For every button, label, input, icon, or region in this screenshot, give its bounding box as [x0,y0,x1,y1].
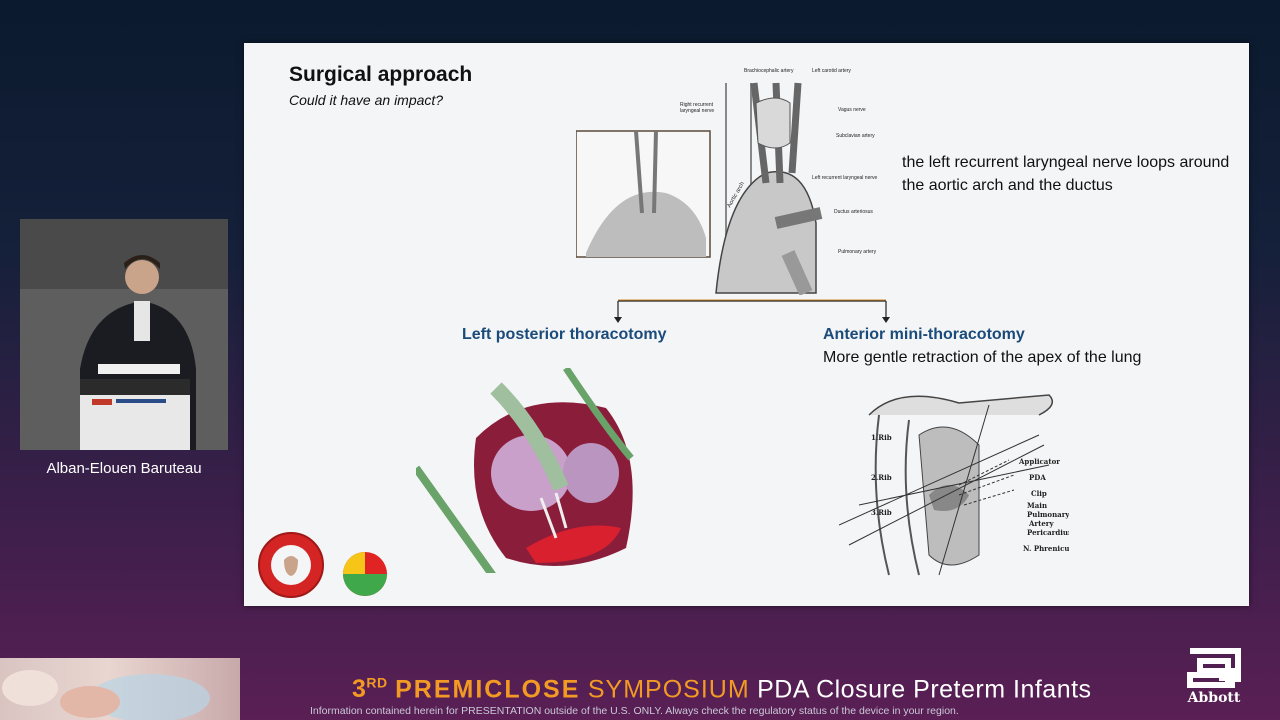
label-right-recurrent: Right recurrent [680,102,714,108]
preci-care-logo [343,552,387,596]
label-pulmonary: Pulmonary artery [838,249,877,255]
svg-text:2.Rib: 2.Rib [871,473,892,482]
svg-text:Clip: Clip [1031,489,1047,498]
aortic-arch-illustration: Brachiocephalic artery Left carotid arte… [576,68,878,295]
posterior-thoracotomy-illustration [416,368,634,573]
svg-text:Applicator: Applicator [1018,457,1060,466]
symposium-number: 3RD [352,675,388,704]
slide-subtitle: Could it have an impact? [289,92,444,108]
label-left-carotid: Left carotid artery [812,68,851,74]
abbott-brand-label: Abbott [1187,690,1241,706]
speaker-video [20,219,228,450]
svg-text:Main: Main [1027,501,1047,510]
abbott-logo-icon [1187,648,1241,688]
svg-text:N. Phrenicus: N. Phrenicus [1023,544,1069,553]
label-ductus: Ductus arteriosus [834,209,873,215]
svg-text:laryngeal nerve: laryngeal nerve [680,108,714,114]
speaker-name: Alban-Elouen Baruteau [46,460,202,477]
anterior-mini-thoracotomy-description: More gentle retraction of the apex of th… [823,349,1142,366]
label-vagus: Vagus nerve [838,107,866,113]
presentation-slide: Surgical approach Could it have an impac… [244,43,1249,606]
svg-text:Pericardium: Pericardium [1027,528,1069,537]
anterior-mini-thoracotomy-label: Anterior mini-thoracotomy [823,326,1025,343]
label-brachiocephalic: Brachiocephalic artery [744,68,794,74]
symposium-topic: PDA Closure Preterm Infants [757,675,1092,704]
mini-thoracotomy-illustration: 1.Rib 2.Rib 3.Rib Applicator PDA Clip Ma… [839,394,1069,576]
speaker-figure [20,219,228,450]
svg-text:3.Rib: 3.Rib [871,508,892,517]
label-subclavian: Subclavian artery [836,133,875,139]
svg-text:Pulmonary: Pulmonary [1027,510,1069,519]
symposium-word: SYMPOSIUM [587,675,750,704]
nerve-note: the left recurrent laryngeal nerve loops… [902,154,1230,194]
left-posterior-thoracotomy-label: Left posterior thoracotomy [462,326,667,343]
slide-title: Surgical approach [289,63,473,86]
symposium-title: 3RD PREMICLOSE SYMPOSIUM PDA Closure Pre… [352,675,1092,704]
regulatory-disclaimer: Information contained herein for PRESENT… [310,705,959,717]
branch-arrows [614,299,890,323]
svg-text:Artery: Artery [1028,519,1054,528]
banner-baby-image [0,658,240,720]
symposium-premiclose: PREMICLOSE [395,675,581,704]
society-seal-logo [258,532,324,598]
svg-text:1.Rib: 1.Rib [871,433,892,442]
svg-text:PDA: PDA [1029,473,1046,482]
label-left-recurrent: Left recurrent laryngeal nerve [812,175,878,181]
